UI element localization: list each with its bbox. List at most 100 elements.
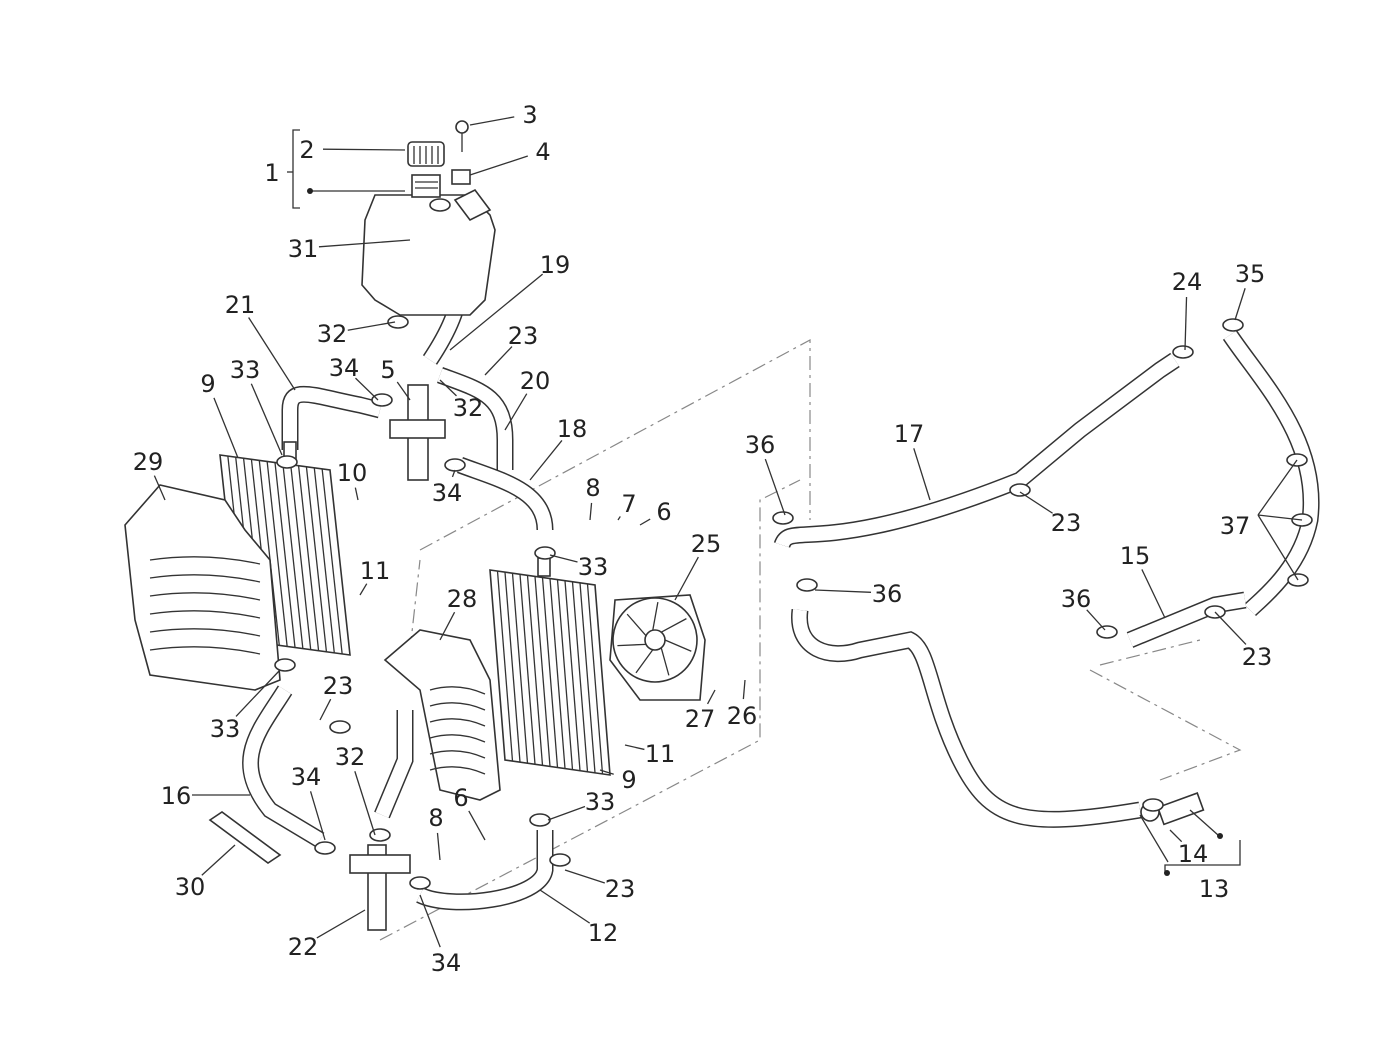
fin bbox=[519, 574, 536, 765]
filter-strip bbox=[208, 811, 282, 864]
callout-label-33: 33 bbox=[585, 788, 616, 816]
hose-clamp bbox=[772, 511, 794, 525]
leader-line bbox=[439, 379, 457, 397]
hose bbox=[773, 352, 1180, 549]
fin bbox=[534, 576, 551, 767]
callout-label-2: 2 bbox=[299, 136, 314, 164]
callout-label-30: 30 bbox=[175, 873, 206, 901]
slat bbox=[429, 718, 486, 727]
hose-clamp bbox=[444, 458, 466, 472]
callout-label-21: 21 bbox=[225, 291, 256, 319]
leader-line bbox=[539, 889, 591, 924]
hose-clamp bbox=[1222, 318, 1244, 332]
fin bbox=[526, 575, 544, 766]
fin bbox=[579, 582, 596, 773]
leader-line bbox=[354, 771, 376, 836]
hose-clamp bbox=[534, 546, 556, 560]
hoses bbox=[242, 232, 1320, 911]
leader-line bbox=[213, 397, 239, 459]
hose-clamp bbox=[314, 841, 336, 855]
hose-clamp bbox=[796, 578, 818, 592]
leader-line bbox=[814, 589, 872, 593]
screw bbox=[455, 120, 469, 152]
fin bbox=[297, 465, 320, 651]
hose-clamp bbox=[276, 455, 298, 469]
callout-label-23: 23 bbox=[1242, 643, 1273, 671]
leader-lines bbox=[153, 116, 1303, 948]
callout-label-23: 23 bbox=[508, 322, 539, 350]
leader-line bbox=[547, 805, 586, 821]
callout-label-9: 9 bbox=[200, 370, 215, 398]
fin bbox=[313, 467, 335, 653]
leader-line bbox=[742, 679, 746, 700]
hose bbox=[281, 385, 383, 450]
fan-blade bbox=[660, 647, 670, 676]
leader-line bbox=[201, 844, 236, 876]
leader-line bbox=[913, 448, 931, 501]
callout-label-1: 1 bbox=[264, 159, 279, 187]
callout-label-11: 11 bbox=[645, 740, 676, 768]
fin bbox=[586, 583, 604, 774]
callout-label-17: 17 bbox=[894, 420, 925, 448]
hose bbox=[416, 830, 554, 911]
leader-line bbox=[469, 155, 529, 176]
leader-line bbox=[589, 502, 593, 521]
callout-label-23: 23 bbox=[1051, 509, 1082, 537]
group-bracket bbox=[1164, 840, 1241, 873]
leader-line bbox=[706, 689, 716, 705]
fan-blade bbox=[635, 649, 654, 674]
callout-label-13: 13 bbox=[1199, 875, 1230, 903]
slat bbox=[149, 610, 261, 619]
slat bbox=[149, 574, 261, 583]
leader-line bbox=[396, 381, 411, 401]
leader-line bbox=[469, 116, 515, 126]
callout-label-31: 31 bbox=[288, 235, 319, 263]
callout-label-23: 23 bbox=[605, 875, 636, 903]
radiator-cover-right bbox=[383, 629, 501, 801]
slat bbox=[149, 556, 261, 565]
slat bbox=[429, 686, 486, 695]
leader-line bbox=[639, 518, 651, 526]
callout-label-16: 16 bbox=[161, 782, 192, 810]
leader-line bbox=[235, 669, 281, 717]
leader-line bbox=[1139, 814, 1169, 863]
leader-line bbox=[624, 744, 645, 751]
clip-nut bbox=[451, 169, 471, 185]
bullet bbox=[1164, 870, 1170, 876]
leader-line bbox=[318, 239, 411, 248]
leader-line bbox=[419, 894, 441, 948]
callout-label-32: 32 bbox=[317, 320, 348, 348]
hose bbox=[457, 457, 554, 531]
callout-label-9: 9 bbox=[621, 766, 636, 794]
leader-line bbox=[451, 469, 456, 478]
tee-fitting-lower bbox=[349, 844, 411, 931]
callout-label-6: 6 bbox=[453, 784, 468, 812]
callout-label-34: 34 bbox=[432, 479, 463, 507]
leader-line bbox=[529, 440, 563, 481]
leader-line bbox=[250, 383, 283, 456]
callout-label-22: 22 bbox=[288, 933, 319, 961]
leader-line bbox=[316, 909, 366, 939]
group-bracket bbox=[292, 129, 300, 209]
callout-label-33: 33 bbox=[230, 356, 261, 384]
callout-label-26: 26 bbox=[727, 702, 758, 730]
leader-line bbox=[1189, 809, 1219, 836]
fin bbox=[258, 460, 280, 646]
guide-lines bbox=[379, 338, 1242, 941]
leader-line bbox=[599, 769, 614, 775]
slat bbox=[429, 734, 486, 743]
callout-label-20: 20 bbox=[520, 367, 551, 395]
hose-clamp bbox=[1009, 483, 1031, 497]
callout-label-11: 11 bbox=[360, 557, 391, 585]
leader-line bbox=[354, 487, 359, 501]
leader-line bbox=[359, 583, 368, 596]
callout-label-10: 10 bbox=[337, 459, 368, 487]
hose-clamp bbox=[371, 393, 393, 407]
callout-label-34: 34 bbox=[291, 763, 322, 791]
fin bbox=[556, 579, 574, 770]
hose-clamp bbox=[429, 198, 451, 212]
hose bbox=[242, 685, 325, 848]
leader-line bbox=[319, 698, 332, 721]
callout-label-18: 18 bbox=[557, 415, 588, 443]
